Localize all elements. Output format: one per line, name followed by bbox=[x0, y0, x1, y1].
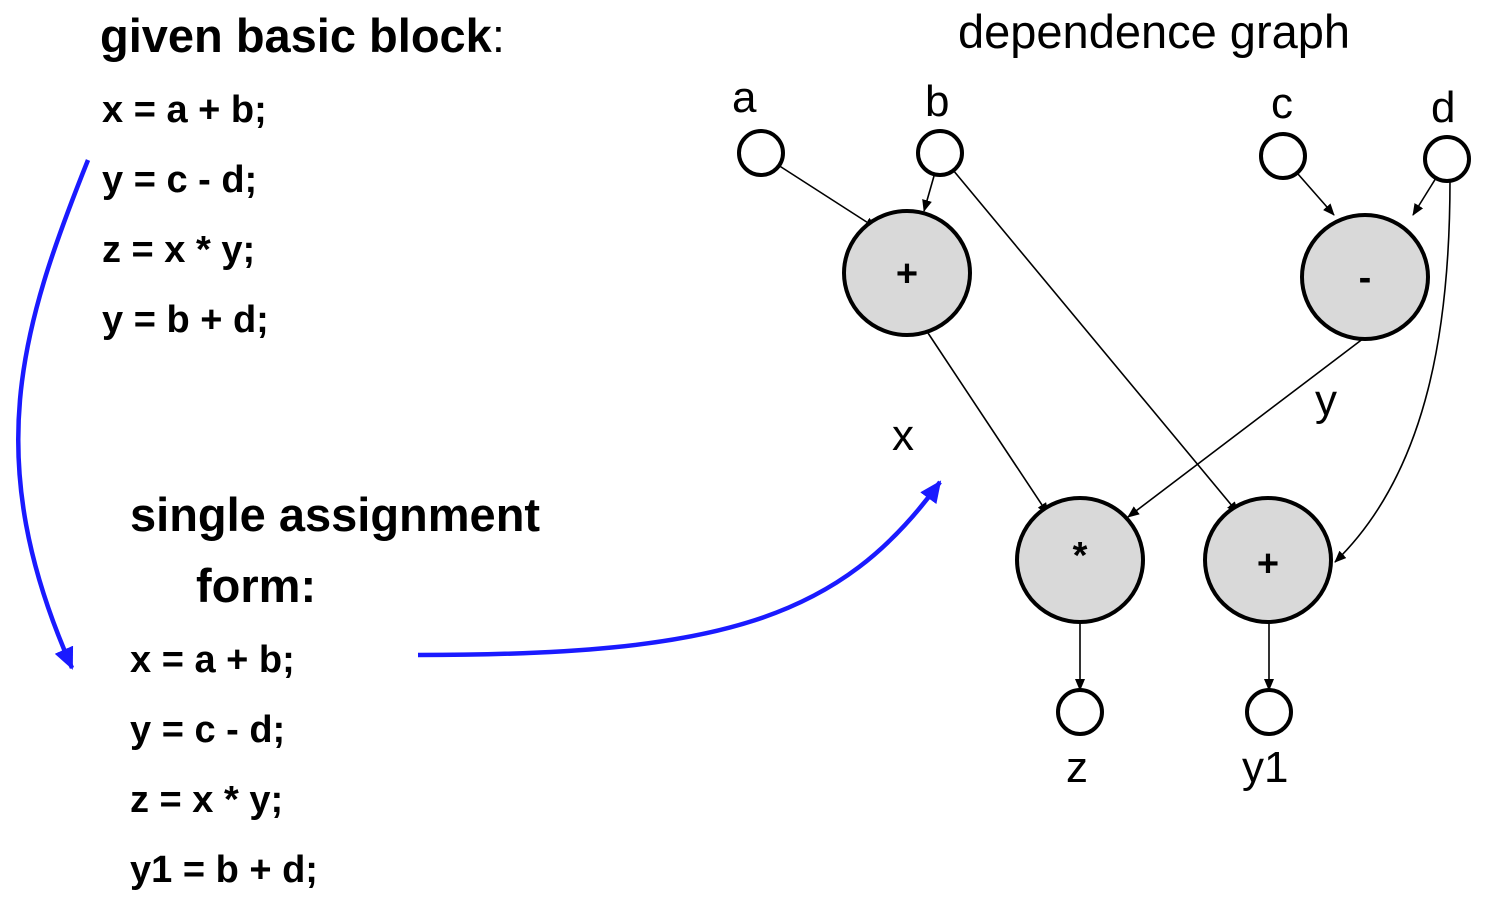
op-node-times bbox=[1015, 496, 1145, 624]
edge-c-to-minus bbox=[1297, 173, 1335, 216]
output-node-y1 bbox=[1245, 688, 1293, 736]
input-label-d: d bbox=[1431, 83, 1456, 132]
given-heading-colon: : bbox=[491, 9, 505, 62]
given-line-2: y = c - d; bbox=[102, 159, 258, 201]
edge-b-to-plus bbox=[922, 175, 935, 212]
input-node-c bbox=[1259, 132, 1307, 180]
op-symbol-plus-bottom: + bbox=[1257, 543, 1279, 585]
input-label-c: c bbox=[1271, 79, 1293, 128]
dependence-graph-title: dependence graph bbox=[958, 5, 1351, 58]
given-heading-text: given basic block bbox=[100, 9, 492, 62]
edge-plus-to-times bbox=[927, 332, 1049, 515]
output-label-z: z bbox=[1066, 743, 1088, 792]
input-node-b bbox=[916, 129, 964, 177]
given-line-3: z = x * y; bbox=[102, 229, 256, 271]
op-symbol-plus-top: + bbox=[896, 253, 918, 295]
edge-label-y: y bbox=[1315, 376, 1337, 425]
output-label-y1: y1 bbox=[1242, 743, 1289, 792]
flow-arrow-to-ssa bbox=[15, 159, 91, 670]
ssa-line-2: y = c - d; bbox=[130, 709, 286, 751]
ssa-heading-line-1: single assignment bbox=[130, 488, 541, 541]
ssa-line-1: x = a + b; bbox=[130, 639, 295, 681]
edge-label-x: x bbox=[892, 411, 914, 460]
op-symbol-minus: - bbox=[1359, 257, 1372, 299]
edge-b-to-plus-bottom bbox=[952, 169, 1239, 514]
ssa-heading-line-2: form: bbox=[196, 559, 317, 612]
given-line-1: x = a + b; bbox=[102, 89, 267, 131]
edge-minus-to-times bbox=[1127, 337, 1365, 518]
given-line-4: y = b + d; bbox=[102, 299, 269, 341]
input-label-b: b bbox=[925, 77, 950, 126]
ssa-line-3: z = x * y; bbox=[130, 779, 284, 821]
op-node-minus bbox=[1300, 213, 1430, 341]
input-node-a bbox=[737, 129, 785, 177]
edge-d-to-plus-bottom bbox=[1334, 179, 1451, 563]
op-node-plus-bottom bbox=[1203, 496, 1333, 624]
ssa-line-4: y1 = b + d; bbox=[130, 849, 318, 891]
op-symbol-times: * bbox=[1073, 535, 1088, 577]
given-basic-block-heading: given basic block: bbox=[100, 12, 505, 59]
output-node-z bbox=[1056, 688, 1104, 736]
flow-arrow-to-graph bbox=[417, 480, 942, 658]
op-node-plus-top bbox=[842, 209, 972, 337]
input-label-a: a bbox=[732, 73, 757, 122]
input-node-d bbox=[1423, 135, 1471, 183]
edge-a-to-plus bbox=[777, 164, 877, 229]
edge-d-to-minus bbox=[1412, 177, 1437, 216]
